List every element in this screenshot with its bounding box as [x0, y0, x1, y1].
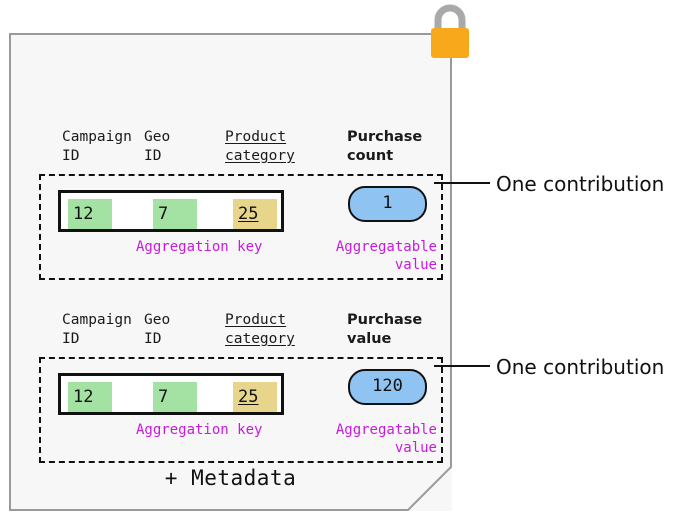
- aggregatable-value-pill: 120: [348, 369, 427, 405]
- contribution-boundary: 12 7 25 120 Aggregation key Aggregatable…: [39, 357, 443, 463]
- leader-line-contribution-2: [434, 365, 490, 367]
- metadata-label: + Metadata: [164, 466, 297, 490]
- aggregatable-value-pill: 1: [348, 186, 427, 222]
- leader-line-contribution-1: [434, 182, 490, 184]
- header-product-category: Product category: [225, 312, 295, 347]
- key-chip-geo-id: 7: [153, 382, 197, 412]
- callout-contribution-2: One contribution: [496, 355, 665, 379]
- aggregation-key-caption: Aggregation key: [136, 422, 263, 438]
- aggregation-key-box: 12 7 25: [58, 373, 284, 415]
- column-headers: Campaign ID Geo ID Product category Purc…: [39, 128, 443, 174]
- key-chip-product-category-value: 25: [238, 204, 259, 224]
- callout-contribution-1: One contribution: [496, 172, 665, 196]
- aggregatable-value-caption: Aggregatable value: [335, 239, 437, 273]
- key-chip-campaign-id: 12: [68, 199, 112, 229]
- report-card: Campaign ID Geo ID Product category Purc…: [9, 33, 452, 511]
- header-campaign-id: Campaign ID: [62, 129, 132, 164]
- header-geo-id: Geo ID: [144, 312, 171, 347]
- contribution-boundary: 12 7 25 1 Aggregation key Aggregatable v…: [39, 174, 443, 280]
- header-campaign-id: Campaign ID: [62, 312, 132, 347]
- aggregation-key-caption: Aggregation key: [136, 239, 263, 255]
- contribution-1: Campaign ID Geo ID Product category Purc…: [39, 128, 443, 280]
- aggregatable-value-caption: Aggregatable value: [335, 422, 437, 456]
- key-chip-geo-id: 7: [153, 199, 197, 229]
- key-chip-product-category-value: 25: [238, 387, 259, 407]
- aggregation-key-box: 12 7 25: [58, 190, 284, 232]
- key-chip-product-category: 25: [233, 199, 277, 229]
- padlock-icon: [431, 4, 469, 58]
- header-geo-id: Geo ID: [144, 129, 171, 164]
- header-purchase-value: Purchase value: [347, 312, 423, 347]
- header-purchase-count: Purchase count: [347, 129, 423, 164]
- key-chip-product-category: 25: [233, 382, 277, 412]
- key-chip-campaign-id: 12: [68, 382, 112, 412]
- column-headers: Campaign ID Geo ID Product category Purc…: [39, 311, 443, 357]
- header-product-category: Product category: [225, 129, 295, 164]
- contribution-2: Campaign ID Geo ID Product category Purc…: [39, 311, 443, 463]
